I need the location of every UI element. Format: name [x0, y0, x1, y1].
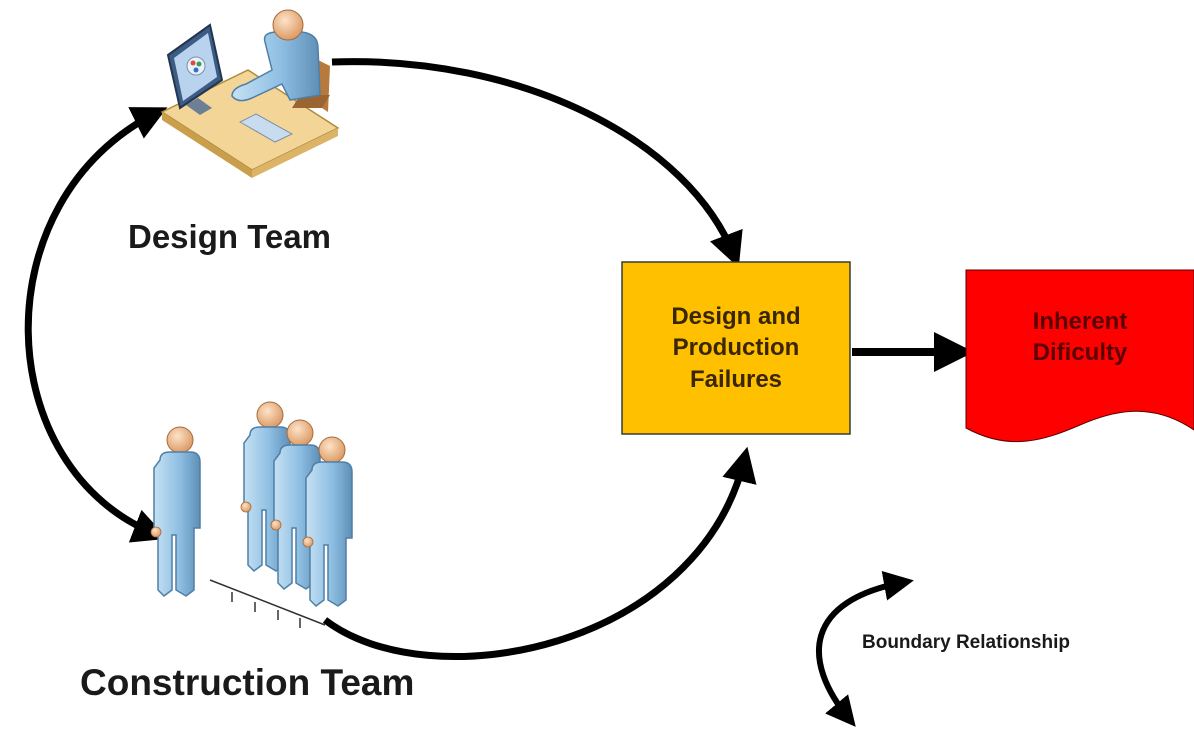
arrow-construction-to-failures: [322, 446, 757, 660]
arrow-design-to-failures: [331, 58, 743, 268]
difficulty-box: Inherent Dificulty: [966, 292, 1194, 382]
difficulty-box-text: Inherent Dificulty: [1032, 307, 1128, 366]
failures-box-shape: [621, 261, 851, 435]
failures-box-text: Design and Production Failures: [671, 303, 801, 393]
boundary-relationship-label: Boundary Relationship: [862, 632, 1070, 653]
boundary-relationship-arrow: [816, 570, 914, 727]
design-team-icon: [160, 9, 340, 178]
design-team-label: Design Team: [128, 218, 331, 255]
failures-box: Design and Production Failures: [622, 262, 850, 434]
arrow-between-teams: [24, 107, 168, 543]
difficulty-document-shape: [965, 269, 1194, 443]
construction-team-icon: [150, 401, 353, 628]
construction-team-label: Construction Team: [80, 662, 415, 703]
